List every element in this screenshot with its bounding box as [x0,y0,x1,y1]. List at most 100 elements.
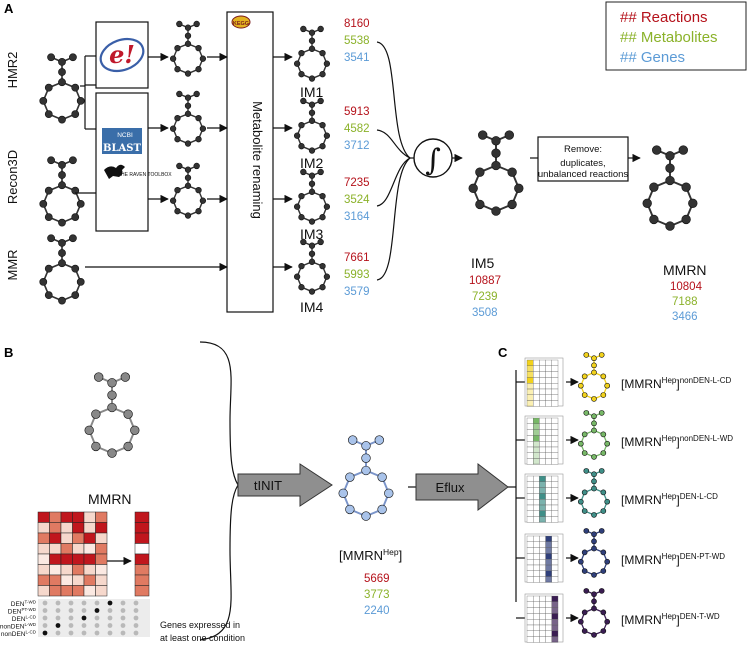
flux-cell [533,547,540,554]
legend-genes: ## Genes [620,49,685,66]
eflux-model-5: [MMRNHep]DEN-T-WD [516,588,720,643]
molecule-node [84,425,94,435]
molecule-node [107,390,117,400]
heatmap-cell [72,511,85,523]
molecule-node [169,197,177,204]
flux-cell [533,541,540,548]
condition-dot [133,630,139,636]
condition-dot-matrix [38,599,150,637]
molecule-node [308,101,316,108]
eflux-label: Eflux [436,480,465,495]
molecule-node [577,558,584,565]
molecule-node [293,132,301,139]
heatmap-cell [72,574,85,586]
flux-cell [545,504,552,511]
molecule-node [195,45,202,52]
flux-cell [526,435,534,442]
molecule-mmrn-hep [338,435,394,521]
flux-cell [526,570,534,577]
flux-cell [533,630,540,637]
molecule-node [71,264,80,273]
flux-cell [539,516,546,523]
molecule-node [199,55,207,62]
flux-cell [533,400,540,407]
source-recon3d: Recon3D [5,150,20,204]
flux-cell [551,441,559,448]
flux-cell [551,475,559,482]
condition-dot [133,608,139,613]
condition-row-labels: DENT-WDDENPT-WDDENL-CDnonDENL-WDnonDENL-… [0,600,37,639]
molecule-node [591,572,597,578]
molecule-im4 [293,238,331,295]
molecule-node [581,373,588,380]
flux-cell [545,559,552,566]
mmrn-hep-reactions: 5669 [364,573,390,585]
molecule-node [130,425,140,435]
molecule-node [58,171,66,179]
eflux-model-label-4: [MMRNHep]DEN-PT-WD [621,552,725,567]
heatmap-cell [49,522,62,534]
flux-cell [533,493,540,500]
heatmap-cell [37,522,50,534]
heatmap-cell [60,574,73,586]
flux-cell [526,630,534,637]
molecule-node [323,60,331,67]
flux-cell [539,559,546,566]
condition-dot [133,623,139,628]
heatmap-cell [37,564,50,576]
molecule-node [184,166,192,173]
molecule-node [58,181,66,190]
flux-cell [539,487,546,494]
condition-dot [42,608,48,613]
molecule-node [591,427,597,434]
flux-cell [533,595,540,602]
flux-cell [533,516,540,523]
flux-cell [526,553,534,560]
molecule-node [44,264,53,273]
flux-cell [551,570,559,577]
flux-cell [551,383,559,390]
flux-cell [539,481,546,488]
molecule-node [174,208,181,215]
condition-dot [55,600,61,606]
molecule-node [308,288,316,295]
molecule-node [600,489,607,496]
eflux-models: [MMRNHep]nonDEN-L-CD[MMRNHep]nonDEN-L-WD… [516,352,733,643]
flux-cell [545,595,552,602]
flux-cell [539,601,546,608]
condition-dot [94,630,100,636]
flux-cell [545,417,552,424]
molecule-node [583,528,590,534]
condition-dot [68,615,74,621]
molecule-node [591,591,597,598]
molecule-node [91,409,101,419]
eflux-model-label-3: [MMRNHep]DEN-L-CD [621,492,718,507]
molecule-node [688,198,698,208]
molecule-node [604,440,611,447]
molecule-im5 [468,130,524,216]
metabolite-renaming-label: Metabolite renaming [250,101,265,219]
flux-cell [545,636,552,643]
heatmap-cell [83,543,96,555]
molecule-node [317,97,324,105]
flux-cell [533,417,540,424]
flux-cell [526,359,534,366]
flux-cell [526,446,534,453]
molecule-node [184,212,192,219]
flux-cell [545,423,552,430]
flux-cell [526,481,534,488]
flux-cell [539,613,546,620]
flux-cell [533,619,540,626]
molecule-node [174,187,181,194]
panel-a-label: A [4,1,14,16]
molecule-node [298,214,305,221]
blast-logo: NCBI BLAST [102,128,142,154]
flux-cell [533,481,540,488]
heatmap-cell [72,585,85,597]
molecule-node [308,45,316,52]
flux-cell [526,388,534,395]
heatmap-cell [95,564,108,576]
molecule-node [298,193,305,200]
binary-expression-column [134,511,150,597]
eflux-model-label-5: [MMRNHep]DEN-T-WD [621,612,720,627]
